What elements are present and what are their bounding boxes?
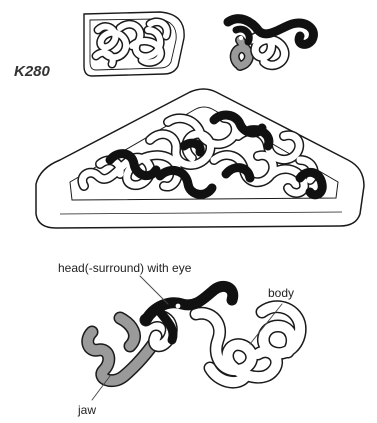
eye-dot: [176, 304, 181, 309]
jaw-strand: [88, 318, 156, 381]
head-leader-line: [140, 276, 168, 304]
head-label: head(-surround) with eye: [58, 261, 191, 275]
body-label: body: [268, 286, 294, 300]
main-panel: [36, 89, 364, 228]
top-right-beast: [228, 19, 313, 66]
jaw-label: jaw: [78, 403, 96, 417]
top-left-panel: [84, 12, 184, 76]
figure-code-label: K280: [14, 63, 50, 80]
